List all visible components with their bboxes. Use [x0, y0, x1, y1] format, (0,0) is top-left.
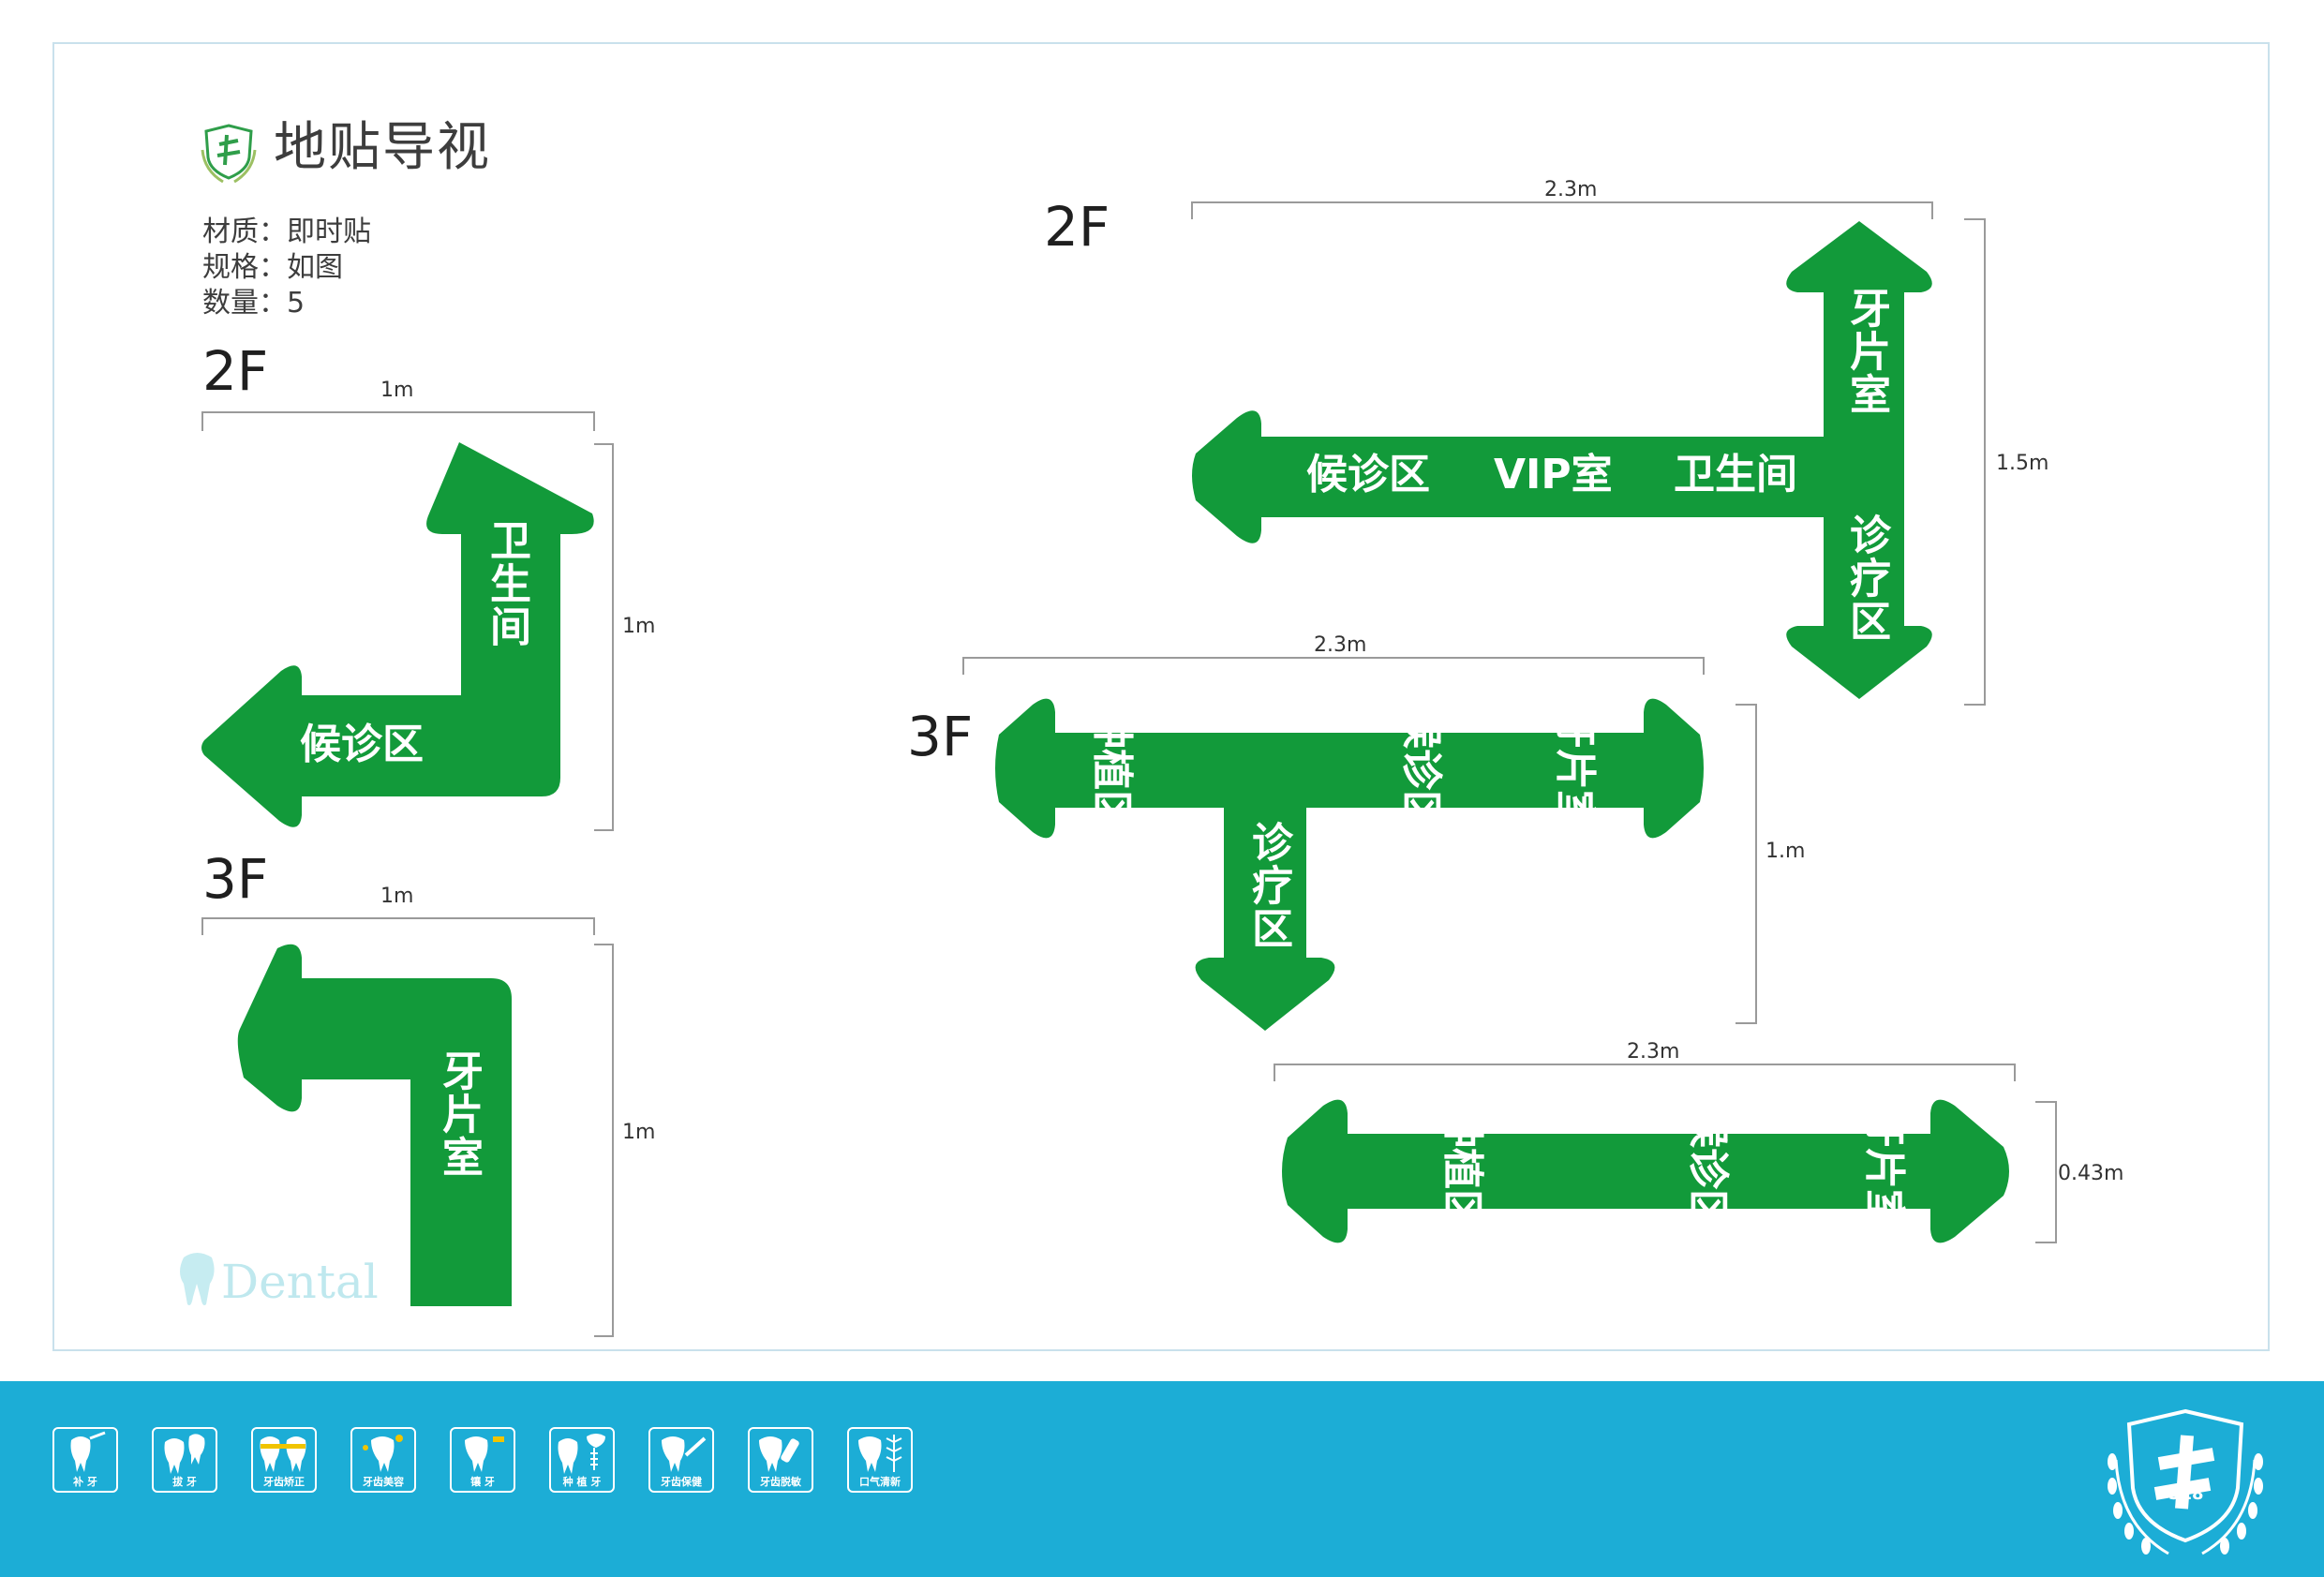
brand-logo-icon	[2108, 1408, 2263, 1555]
dim-2f-left-width: 1m	[380, 379, 414, 402]
green-arrows	[201, 221, 2009, 1306]
sign-bar-xray-room: 牙片室	[1860, 1107, 1908, 1230]
arrow-bar-double	[1282, 1099, 2009, 1243]
service-filling: 补 牙	[52, 1427, 118, 1493]
arrow-2f-t	[1192, 221, 1932, 699]
sign-bar-waiting-area: 候诊区	[1684, 1107, 1732, 1230]
tooth-implant-icon	[558, 1434, 605, 1474]
tooth-drill-icon	[70, 1431, 106, 1472]
dim-3f-right-height: 1.m	[1765, 840, 1806, 863]
dim-2f-left-height: 1m	[622, 615, 656, 638]
sign-2f-xray-room: 牙片室	[1842, 287, 1890, 416]
tooth-extraction-icon	[164, 1434, 205, 1474]
service-label: 牙齿美容	[363, 1476, 404, 1488]
dim-3f-left-width: 1m	[380, 885, 414, 908]
sign-2f-restroom-right: 卫生间	[1674, 451, 1797, 498]
sign-3f-treatment-area: 诊疗区	[1244, 821, 1292, 950]
brand-number: 518	[2168, 1484, 2204, 1504]
sign-2f-vip-room: VIP室	[1494, 451, 1613, 498]
service-label: 口气清新	[859, 1476, 901, 1488]
floor-label-2f-right: 2F	[1044, 195, 1110, 259]
service-label: 牙齿脱敏	[760, 1476, 801, 1488]
sign-2f-waiting-area: 候诊区	[300, 721, 424, 768]
spec-quantity: 数量：5	[202, 287, 305, 320]
service-label: 拔 牙	[172, 1476, 197, 1488]
floor-label-3f-left: 3F	[202, 847, 269, 911]
dim-bottom-width: 2.3m	[1627, 1040, 1680, 1064]
floor-label-3f-right: 3F	[907, 705, 974, 768]
service-label: 种 植 牙	[562, 1476, 602, 1488]
spec-size: 规格：如图	[202, 251, 343, 284]
dim-3f-left-height: 1m	[622, 1121, 656, 1144]
service-cosmetic: 牙齿美容	[350, 1427, 416, 1493]
dim-3f-right-width: 2.3m	[1314, 633, 1367, 657]
tooth-sparkle-icon	[363, 1435, 403, 1472]
service-desensitize: 牙齿脱敏	[748, 1427, 813, 1493]
spec-material: 材质：即时贴	[202, 216, 371, 248]
arrow-2f-up-left	[201, 442, 594, 827]
dim-2f-right-height: 1.5m	[1996, 452, 2049, 475]
service-orthodontics: 牙齿矫正	[251, 1427, 317, 1493]
sign-2f-restroom: 卫生间	[483, 519, 530, 648]
artboard-frame	[52, 42, 2270, 1351]
dental-watermark: Dental	[221, 1255, 379, 1309]
dimension-lines	[201, 201, 2057, 1337]
sign-bar-implant-area: 种植区	[1438, 1107, 1486, 1230]
service-implant: 种 植 牙	[549, 1427, 615, 1493]
arrow-3f-t	[995, 698, 1704, 1031]
service-label: 牙齿矫正	[263, 1476, 305, 1488]
service-care: 牙齿保健	[648, 1427, 714, 1493]
page-title: 地贴导视	[274, 117, 491, 178]
dim-bottom-height: 0.43m	[2058, 1162, 2124, 1185]
tooth-tube-icon	[759, 1436, 799, 1472]
tooth-leaf-icon	[858, 1435, 902, 1472]
header-logo-icon	[201, 124, 257, 184]
sign-3f-waiting-area: 候诊区	[1397, 707, 1445, 831]
sign-2f-waiting-area-right: 候诊区	[1306, 451, 1430, 498]
sign-2f-treatment-area: 诊疗区	[1842, 513, 1890, 643]
service-label: 补 牙	[73, 1476, 97, 1488]
arrow-3f-left-down	[237, 944, 512, 1306]
service-fresh-breath: 口气清新	[847, 1427, 913, 1493]
tooth-brush-icon	[662, 1436, 707, 1472]
service-label: 镶 牙	[470, 1476, 495, 1488]
sign-3f-xray-room: 牙片室	[1551, 707, 1599, 831]
sign-3f-implant-area: 种植区	[1088, 707, 1136, 831]
sign-3f-xray-room: 牙片室	[435, 1049, 483, 1179]
tooth-braces-icon	[260, 1436, 306, 1472]
tooth-crown-icon	[465, 1436, 504, 1472]
tooth-watermark-icon	[180, 1253, 215, 1305]
service-extraction: 拔 牙	[152, 1427, 217, 1493]
service-denture: 镶 牙	[450, 1427, 515, 1493]
footer-band	[0, 1381, 2324, 1577]
floor-label-2f-left: 2F	[202, 339, 269, 403]
dim-2f-right-width: 2.3m	[1544, 178, 1598, 201]
service-label: 牙齿保健	[661, 1476, 702, 1488]
